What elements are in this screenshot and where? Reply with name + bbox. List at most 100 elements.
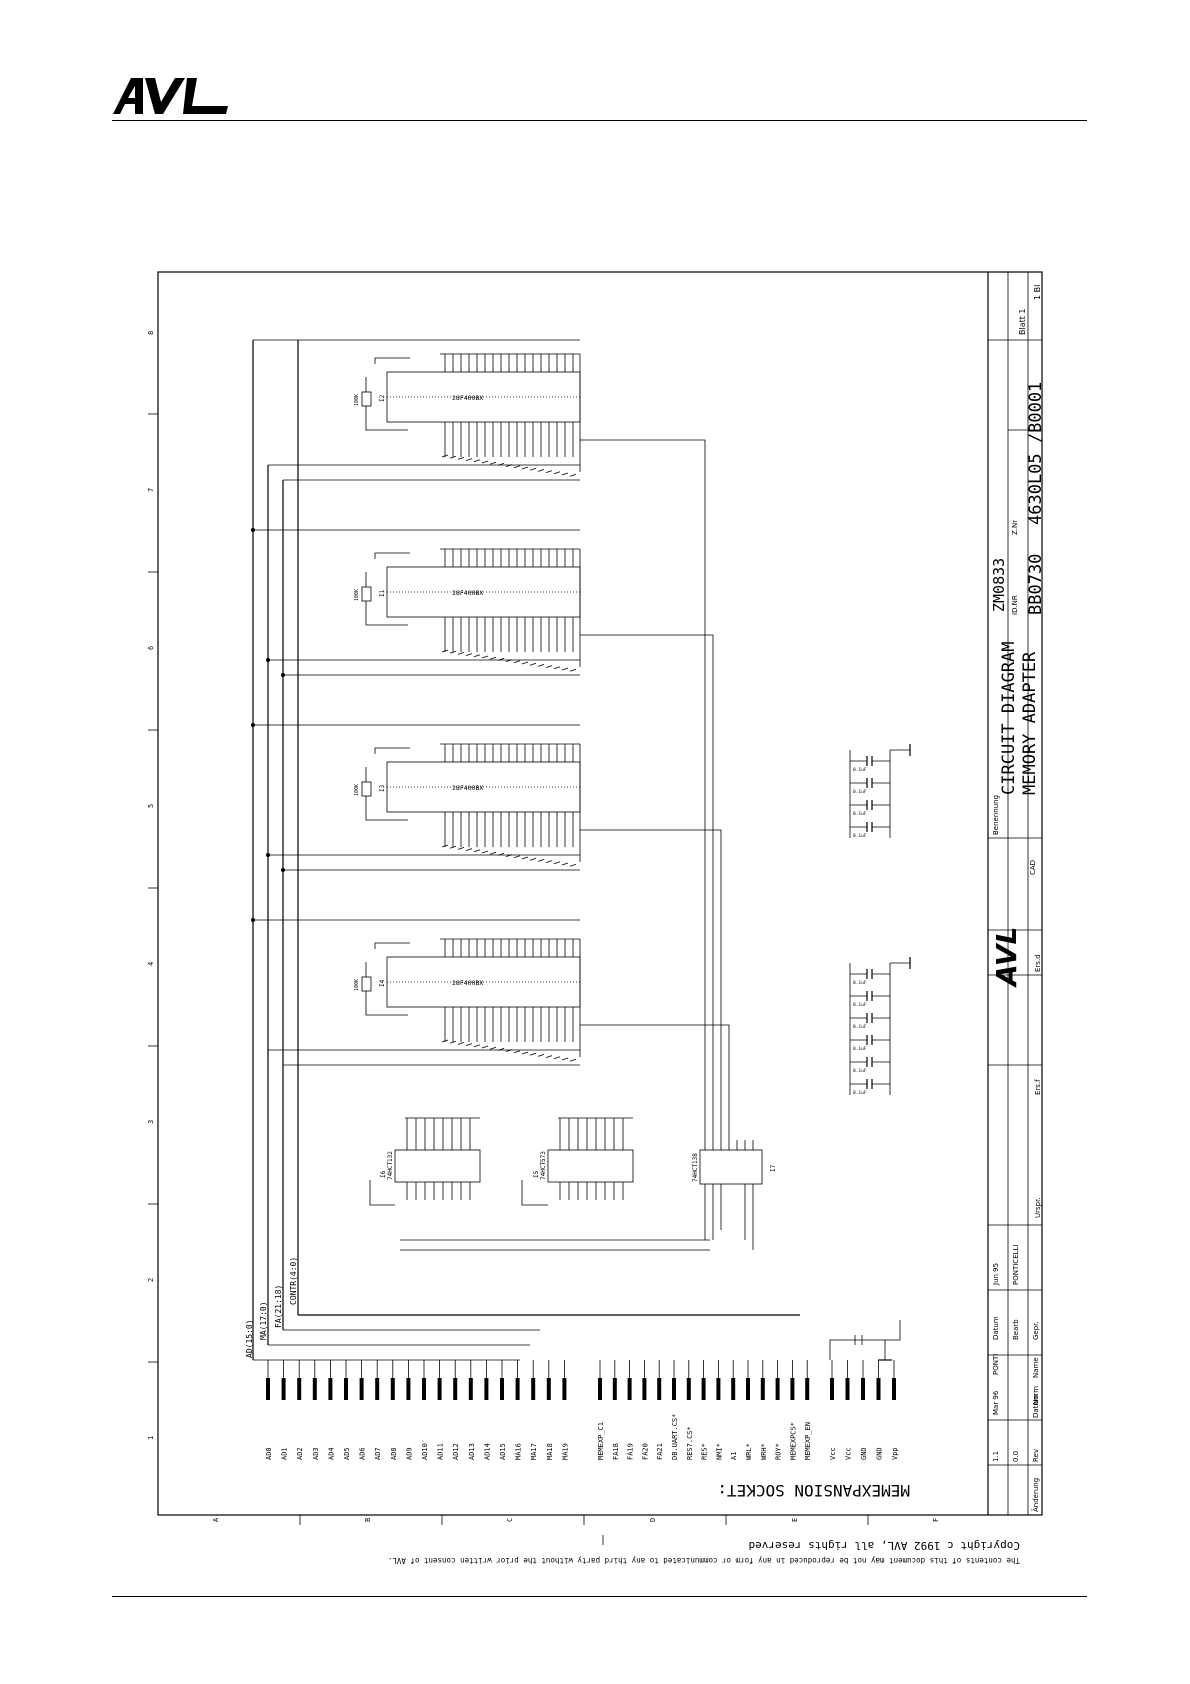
socket-pin-label: WRH* — [760, 1443, 768, 1460]
cap-value: 0.1uF — [853, 833, 867, 839]
socket-pin-label: AD14 — [483, 1443, 491, 1460]
socket-pin: AD9 — [405, 1360, 413, 1460]
notice-text: The contents of this document may not be… — [388, 1556, 1020, 1565]
buffer-wiring — [369, 1180, 710, 1251]
ers-d-label: Ers.d — [1034, 954, 1042, 972]
socket-pin: AD14 — [483, 1360, 491, 1460]
gepr-label: Gepr. — [1032, 1321, 1040, 1340]
grid-letter: A — [212, 1517, 220, 1522]
chip-ref: I3 — [379, 784, 386, 792]
date-0: Jun 95 — [992, 1263, 1000, 1286]
title-block-logo: AVL — [990, 927, 1023, 988]
cap-value: 0.1uF — [853, 767, 867, 773]
socket-pin-label: AD12 — [452, 1443, 460, 1460]
socket-pin-label: AD0 — [265, 1447, 273, 1460]
socket-power-network — [829, 1320, 901, 1361]
name-0: PONTICELLI — [1012, 1245, 1020, 1285]
chip-part: 28F400BX — [452, 394, 483, 402]
grid-letter: B — [364, 1518, 372, 1522]
benennung-label: Benennung — [992, 795, 1000, 835]
socket-pin: AD7 — [374, 1360, 382, 1460]
grid-letter: C — [506, 1518, 514, 1522]
buffer-chip-i5: I5 74HCT573 — [533, 1149, 634, 1183]
socket-pin: FA18 — [612, 1360, 620, 1460]
socket-pin-label: FA20 — [641, 1443, 649, 1460]
bus-labels: AD(15:0) MA(17:0) FA(21:18) CONTR(4:0) — [245, 1257, 298, 1358]
socket-pin-label: AD2 — [296, 1447, 304, 1460]
rev-0: 0.0 — [1012, 1451, 1020, 1462]
socket-pin: ROY* — [775, 1360, 783, 1460]
socket-pin: Vpp — [891, 1360, 899, 1460]
socket-pin: MEMEXP_C1 — [597, 1360, 605, 1460]
socket-pin-label: MA18 — [546, 1443, 554, 1460]
buffer-ref-i6: I6 — [380, 1170, 387, 1178]
cap-value: 0.1uF — [853, 789, 867, 795]
buffer-ref-i5: I5 — [533, 1170, 540, 1178]
title-logo-text: AVL — [990, 927, 1023, 988]
socket-pin-label: DB.UART.CS* — [671, 1414, 679, 1460]
grid-number: 1 — [147, 1436, 155, 1440]
drawing-border — [157, 271, 1043, 1516]
socket-pin: FA20 — [641, 1360, 649, 1460]
socket-pin-label: FA18 — [612, 1443, 620, 1460]
socket-pin: MEMEXPCS* — [789, 1360, 797, 1460]
blatt-label: Blatt 1 — [1018, 308, 1027, 335]
cap-value: 0.1uF — [853, 980, 867, 986]
capacitor-banks: 0.1uF0.1uF0.1uF0.1uF0.1uF0.1uF0.1uF0.1uF… — [849, 744, 911, 1096]
socket-pin-label: AD4 — [327, 1447, 335, 1460]
date-1: Mar 96 — [992, 1390, 1000, 1415]
socket-pin: AD6 — [359, 1360, 367, 1460]
socket-pin: AD15 — [499, 1360, 507, 1460]
socket-pin: AD5 — [343, 1360, 351, 1460]
socket-pin-label: GND — [860, 1447, 868, 1460]
socket-pin-label: WRL* — [745, 1443, 753, 1460]
cap-value: 0.1uF — [853, 1024, 867, 1030]
socket-pin: RES7.CS* — [686, 1360, 694, 1460]
socket-pin: MA19 — [561, 1360, 569, 1460]
socket-pin: AD13 — [468, 1360, 476, 1460]
buffer-chip-i6: I6 74HCT132 — [380, 1149, 481, 1183]
rev-1: 1.1 — [992, 1451, 1000, 1462]
col-rev: Rev — [1032, 1449, 1040, 1462]
socket-pin: RES* — [701, 1360, 709, 1460]
drawing-code: ZM0833 — [990, 558, 1008, 612]
ers-f-label: Ers.f — [1034, 1079, 1042, 1095]
grid-number: 4 — [147, 962, 155, 966]
socket-pin-label: MEMEXP_C1 — [597, 1422, 605, 1460]
pullup-value: 100K — [354, 784, 360, 796]
socket-pin: AD11 — [437, 1360, 445, 1460]
drawing-number: 4630L05 /B0001 — [1026, 382, 1046, 525]
socket-pin: GND — [876, 1360, 884, 1460]
cap-value: 0.1uF — [853, 1002, 867, 1008]
blatt-of: 1 Bl — [1033, 285, 1042, 300]
grid-letter: D — [649, 1518, 657, 1522]
buffer-part-i5: 74HCT573 — [540, 1151, 547, 1180]
socket-pin-label: RES7.CS* — [686, 1426, 694, 1460]
socket-pin: AD1 — [281, 1360, 289, 1460]
socket-pin: MA17 — [530, 1360, 538, 1460]
socket-pin-label: MA17 — [530, 1443, 538, 1460]
cap-value: 0.1uF — [853, 1068, 867, 1074]
name-1: PONTI — [992, 1354, 1000, 1375]
socket-pin-label: ROY* — [775, 1443, 783, 1460]
socket-pin: AD3 — [312, 1360, 320, 1460]
socket-pin-label: Vcc — [845, 1447, 853, 1460]
pullup-value: 100K — [354, 394, 360, 406]
copyright-text: Copyright c 1992 AVL, all rights reserve… — [748, 1539, 1020, 1552]
socket-pin-label: GND — [876, 1447, 884, 1460]
col-name: Name — [1032, 1357, 1040, 1378]
socket-pin-label: AD15 — [499, 1443, 507, 1460]
socket-pin: AD4 — [327, 1360, 335, 1460]
pullup-value: 100K — [354, 589, 360, 601]
col-datum: Datum — [1032, 1394, 1040, 1418]
socket-pin-label: AD7 — [374, 1447, 382, 1460]
chip-ref: I1 — [379, 589, 386, 597]
